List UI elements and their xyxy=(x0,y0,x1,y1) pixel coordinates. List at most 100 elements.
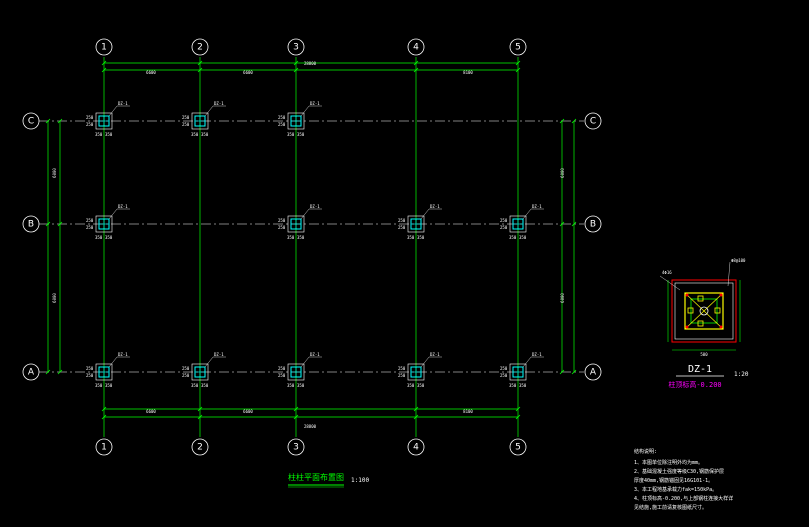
right-tick-inner-B xyxy=(559,221,565,227)
column-3-C-dim-b: 250 xyxy=(278,122,286,127)
column-4-A-leader xyxy=(420,356,430,368)
right-tick-inner-A xyxy=(559,369,565,375)
detail-stirrup-label: Φ8@100 xyxy=(731,258,746,263)
column-1-A-dim-c: 350 xyxy=(95,383,103,388)
detail-diag-2 xyxy=(684,292,724,330)
column-4-A-base xyxy=(407,363,425,381)
bottom-tick-outer-3 xyxy=(293,414,299,420)
detail-plate-bottom xyxy=(697,320,704,327)
bubble-left-C-label: C xyxy=(28,117,34,127)
column-2-C-leader xyxy=(204,105,214,117)
column-1-B-label: DZ-1 xyxy=(118,204,128,209)
column-4-B-leader xyxy=(420,208,430,220)
top-tick-outer-2 xyxy=(197,60,203,66)
bottom-tick-outer-1 xyxy=(101,414,107,420)
column-3-A-dim-c: 350 xyxy=(287,383,295,388)
bubble-left-C-circle xyxy=(22,112,40,130)
bubble-bottom-5-label: 5 xyxy=(515,443,521,453)
right-tick-outer-A xyxy=(571,369,577,375)
column-5-A-dim-d: 350 xyxy=(519,383,527,388)
column-1-B-leader xyxy=(108,208,118,220)
column-3-C-dim-a: 250 xyxy=(278,115,286,120)
column-5-A-leader xyxy=(522,356,532,368)
column-4-B-dim-c: 350 xyxy=(407,235,415,240)
bubble-bottom-2-circle xyxy=(191,438,209,456)
column-2-A-leader xyxy=(204,356,214,368)
column-1-A-dim-a: 250 xyxy=(86,366,94,371)
top-tick-outer-1 xyxy=(101,60,107,66)
column-3-A-dim-d: 350 xyxy=(297,383,305,388)
bottom-tick-outer-4 xyxy=(413,414,419,420)
notes-line-4: 3、本工程地基承载力fak=150kPa。 xyxy=(634,486,717,493)
bubble-bottom-5-circle xyxy=(509,438,527,456)
bubble-bottom-4-label: 4 xyxy=(413,443,419,453)
top-tick-inner-5 xyxy=(515,67,521,73)
dimension-lines xyxy=(45,60,577,420)
notes-heading: 结构说明: xyxy=(634,448,657,455)
bubble-right-C-label: C xyxy=(590,117,596,127)
detail-plate-top xyxy=(697,295,704,302)
detail-plate-right xyxy=(714,307,721,314)
column-1-A-dim-b: 250 xyxy=(86,373,94,378)
top-tick-outer-4 xyxy=(413,60,419,66)
column-5-B-dim-c: 350 xyxy=(509,235,517,240)
column-2-C-dim-a: 250 xyxy=(182,115,190,120)
left-side-dim-1: 6000 xyxy=(52,168,57,178)
top-tick-outer-5 xyxy=(515,60,521,66)
column-3-C-dim-c: 350 xyxy=(287,132,295,137)
bubble-left-B-circle xyxy=(22,215,40,233)
bubble-bottom-2-label: 2 xyxy=(197,443,203,453)
top-bay-dim-2: 6600 xyxy=(243,70,253,75)
bubble-bottom-1-circle xyxy=(95,438,113,456)
bubble-top-5-label: 5 xyxy=(515,43,521,53)
column-5-A-dim-b: 250 xyxy=(500,373,508,378)
column-1-B-dim-b: 250 xyxy=(86,225,94,230)
bottom-bay-dim-1: 6600 xyxy=(146,409,156,414)
column-4-B-dim-a: 250 xyxy=(398,218,406,223)
top-tick-inner-3 xyxy=(293,67,299,73)
column-1-B-dim-a: 250 xyxy=(86,218,94,223)
detail-inner-border xyxy=(674,282,734,340)
bottom-tick-inner-4 xyxy=(413,406,419,412)
detail-width-label: 500 xyxy=(700,352,708,357)
bottom-tick-inner-5 xyxy=(515,406,521,412)
column-5-B-dim-a: 250 xyxy=(500,218,508,223)
column-3-A-leader xyxy=(300,356,310,368)
detail-plate-left xyxy=(687,307,694,314)
column-2-A-dim-c: 350 xyxy=(191,383,199,388)
left-tick-outer-B xyxy=(45,221,51,227)
column-5-A-dim-a: 250 xyxy=(500,366,508,371)
detail-scale: 1:20 xyxy=(734,371,749,378)
column-4-A-label: DZ-1 xyxy=(430,352,440,357)
bubble-top-4-circle xyxy=(407,38,425,56)
bottom-tick-outer-2 xyxy=(197,414,203,420)
column-1-C-dim-a: 250 xyxy=(86,115,94,120)
notes-line-3: 厚度40mm,钢筋锚固见16G101-1。 xyxy=(634,477,713,484)
right-tick-outer-C xyxy=(571,118,577,124)
column-1-C-base xyxy=(95,112,113,130)
top-tick-outer-3 xyxy=(293,60,299,66)
column-1-B-dim-d: 350 xyxy=(105,235,113,240)
bubble-bottom-1-label: 1 xyxy=(101,443,107,453)
column-1-A-base xyxy=(95,363,113,381)
column-2-A-dim-d: 350 xyxy=(201,383,209,388)
top-tick-inner-1 xyxy=(101,67,107,73)
top-overall-dim: 28800 xyxy=(304,61,317,66)
column-3-A-dim-a: 250 xyxy=(278,366,286,371)
structural-notes: 结构说明: 1、本图单位除注明外均为mm。 2、基础混凝土强度等级C30,钢筋保… xyxy=(634,448,733,511)
bubble-top-2-circle xyxy=(191,38,209,56)
column-3-B-base xyxy=(287,215,305,233)
detail-leader-1 xyxy=(659,275,681,291)
bubble-right-B-circle xyxy=(584,215,602,233)
right-tick-inner-C xyxy=(559,118,565,124)
left-tick-outer-A xyxy=(45,369,51,375)
right-side-dim-1: 6000 xyxy=(560,168,565,178)
